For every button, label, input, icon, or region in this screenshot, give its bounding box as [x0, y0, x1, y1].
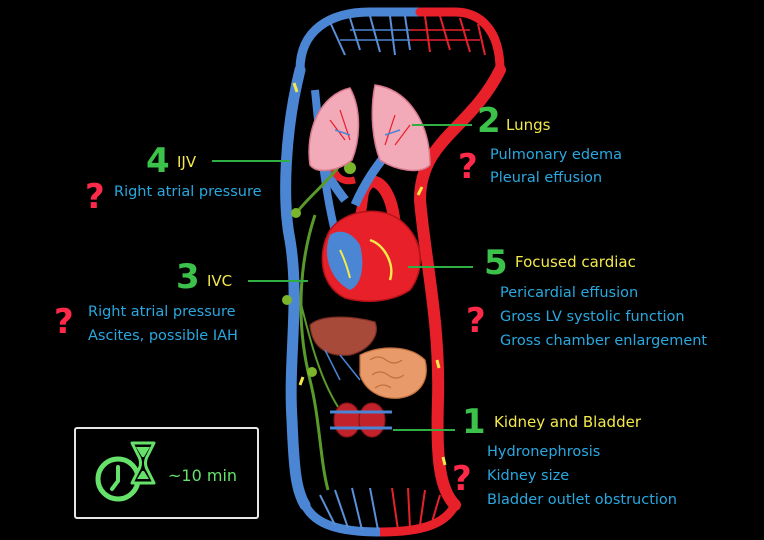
lungs-number: 2 — [477, 101, 501, 141]
lymphatic-vessels — [282, 162, 356, 491]
lungs-item-2: Pleural effusion — [490, 170, 603, 186]
ijv-number: 4 — [146, 141, 170, 181]
abdominal-organs — [309, 316, 427, 399]
leader-line-lungs — [412, 124, 472, 126]
cardiac-number: 5 — [484, 243, 508, 283]
ivc-item-2: Ascites, possible IAH — [88, 328, 238, 344]
lungs-item-1: Pulmonary edema — [490, 147, 622, 163]
heart-illustration — [321, 210, 421, 303]
kidneys-illustration — [330, 402, 392, 438]
cardiac-item-3: Gross chamber enlargement — [500, 333, 708, 349]
cardiac-question-icon: ? — [466, 301, 486, 341]
ijv-title: IJV — [177, 153, 197, 171]
lungs-title: Lungs — [506, 116, 551, 134]
lungs-question-icon: ? — [458, 147, 478, 187]
leader-line-ijv — [212, 160, 290, 162]
lower-body-capillaries — [300, 487, 460, 537]
ivc-number: 3 — [176, 257, 200, 297]
cardiac-item-2: Gross LV systolic function — [500, 309, 685, 325]
kidney-number: 1 — [462, 402, 486, 442]
leader-line-kidney — [393, 429, 455, 431]
kidney-item-2: Kidney size — [487, 468, 570, 484]
upper-body-capillaries — [295, 7, 505, 75]
kidney-question-icon: ? — [452, 459, 472, 499]
kidney-title: Kidney and Bladder — [494, 413, 641, 431]
timer-box: ~10 min — [74, 427, 259, 519]
timer-duration: ~10 min — [168, 466, 238, 485]
ivc-question-icon: ? — [54, 302, 74, 342]
kidney-item-1: Hydronephrosis — [487, 444, 601, 460]
ijv-item-1: Right atrial pressure — [114, 184, 262, 200]
kidney-item-3: Bladder outlet obstruction — [487, 492, 677, 508]
ivc-item-1: Right atrial pressure — [88, 304, 236, 320]
ivc-title: IVC — [207, 272, 233, 290]
cardiac-item-1: Pericardial effusion — [500, 285, 639, 301]
leader-line-ivc — [248, 280, 308, 282]
cardiac-title: Focused cardiac — [515, 253, 636, 271]
lungs-illustration — [308, 84, 431, 172]
leader-line-cardiac — [408, 266, 473, 268]
stopwatch-hourglass-icon — [95, 441, 156, 502]
ijv-question-icon: ? — [85, 177, 105, 217]
